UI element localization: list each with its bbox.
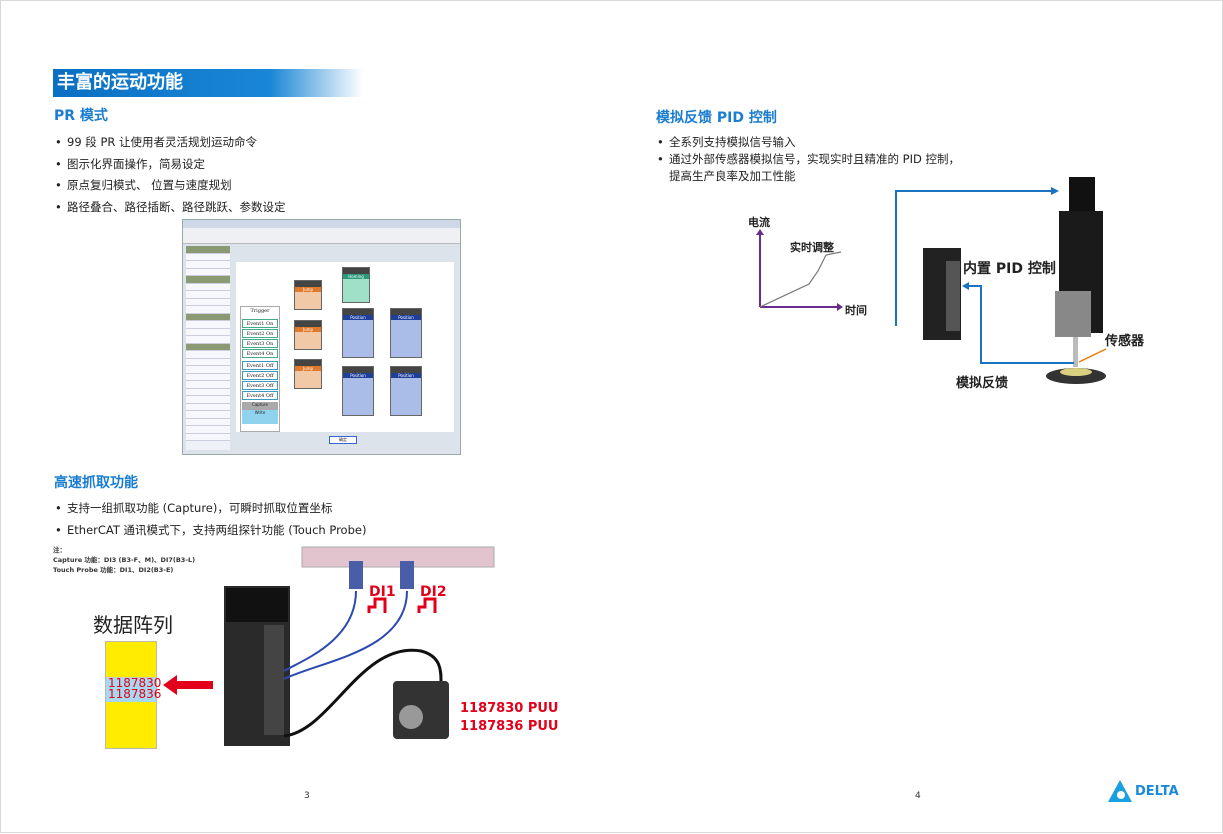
pulse-icon — [367, 597, 387, 613]
capture-title: 高速抓取功能 — [54, 475, 138, 491]
note-line: Capture 功能：DI3 (B3-F、M)、DI7(B3-L) — [53, 556, 196, 564]
jump-label: Jump — [295, 327, 321, 332]
curve-label: 实时调整 — [790, 241, 834, 254]
page-number: 3 — [304, 791, 310, 801]
di2-label: DI2 — [420, 584, 447, 600]
sensor-label: 传感器 — [1105, 334, 1145, 349]
pr-list-sidebar — [186, 246, 230, 450]
puu-value: 1187830 PUU — [460, 701, 559, 716]
event: Event1 On — [242, 319, 278, 328]
pid-bullets: 全系列支持模拟信号输入 通过外部传感器模拟信号，实现实时且精准的 PID 控制，… — [655, 134, 960, 185]
di1-label: DI1 — [369, 584, 396, 600]
pr-software-screenshot: Trigger Event1 On Event2 On Event3 On Ev… — [182, 219, 461, 455]
capture-bullets: 支持一组抓取功能 (Capture)，可瞬时抓取位置坐标 EtherCAT 通讯… — [53, 498, 366, 541]
bullet: EtherCAT 通讯模式下，支持两组探针功能 (Touch Probe) — [53, 520, 366, 542]
note-line: 注： — [53, 546, 66, 554]
bullet: 通过外部传感器模拟信号，实现实时且精准的 PID 控制， 提高生产良率及加工性能 — [655, 151, 960, 185]
analog-feedback-label: 模拟反馈 — [956, 376, 1009, 391]
delta-wordmark: DELTA — [1135, 783, 1179, 799]
window-titlebar — [183, 220, 460, 228]
page-number: 4 — [915, 791, 921, 801]
builtin-pid-label: 内置 PID 控制 — [963, 261, 1056, 277]
position-label: Position — [391, 315, 421, 320]
puu-values: 1187830 PUU 1187836 PUU — [460, 700, 558, 736]
event: Event2 Off — [242, 371, 278, 380]
bullet: 支持一组抓取功能 (Capture)，可瞬时抓取位置坐标 — [53, 498, 366, 520]
data-array: 1187830 1187836 — [105, 641, 162, 749]
section-banner: 丰富的运动功能 — [53, 69, 363, 97]
puu-value: 1187836 PUU — [460, 719, 559, 734]
event: Event2 On — [242, 329, 278, 338]
bullet: 99 段 PR 让使用者灵活规划运动命令 — [53, 132, 286, 154]
array-label: 数据阵列 — [93, 613, 173, 637]
ok-button[interactable]: 确定 — [329, 436, 357, 444]
capture-block: Capture — [242, 402, 278, 410]
note-line: Touch Probe 功能：DI1、DI2(B3-E) — [53, 566, 174, 574]
pr-diagram-canvas: Trigger Event1 On Event2 On Event3 On Ev… — [236, 262, 454, 432]
pid-title: 模拟反馈 PID 控制 — [656, 110, 777, 126]
current-curve — [759, 251, 842, 308]
bullet: 全系列支持模拟信号输入 — [655, 134, 960, 151]
pulse-icon — [417, 597, 437, 613]
position-label: Position — [343, 315, 373, 320]
pr-bullets: 99 段 PR 让使用者灵活规划运动命令 图示化界面操作，简易设定 原点复归模式… — [53, 132, 286, 218]
position-label: Position — [343, 373, 373, 378]
trigger-label: Trigger — [250, 308, 270, 314]
jump-label: Jump — [295, 366, 321, 371]
sensor-1 — [349, 561, 363, 589]
y-axis-label: 电流 — [748, 216, 770, 229]
bullet: 图示化界面操作，简易设定 — [53, 154, 286, 176]
red-arrow-icon — [163, 675, 213, 695]
event: Event1 Off — [242, 361, 278, 370]
position-label: Position — [391, 373, 421, 378]
homing-label: Homing — [343, 274, 369, 279]
x-axis-label: 时间 — [845, 304, 867, 317]
delta-logo: DELTA — [1107, 779, 1179, 803]
event: Event3 Off — [242, 381, 278, 390]
sensor-2 — [400, 561, 414, 589]
event: Event3 On — [242, 339, 278, 348]
bullet: 路径叠合、路径插断、路径跳跃、参数设定 — [53, 197, 286, 219]
jump-label: Jump — [295, 287, 321, 292]
capture-notes: 注： Capture 功能：DI3 (B3-F、M)、DI7(B3-L) Tou… — [53, 545, 195, 575]
bullet: 原点复归模式、 位置与速度规划 — [53, 175, 286, 197]
event: Event4 On — [242, 349, 278, 358]
event: Event4 Off — [242, 391, 278, 400]
array-value: 1187836 — [108, 687, 162, 701]
pr-mode-title: PR 模式 — [54, 108, 108, 124]
write-block: Write — [242, 410, 278, 424]
array-value: 1187830 — [108, 676, 162, 690]
delta-logo-icon — [1108, 780, 1132, 802]
